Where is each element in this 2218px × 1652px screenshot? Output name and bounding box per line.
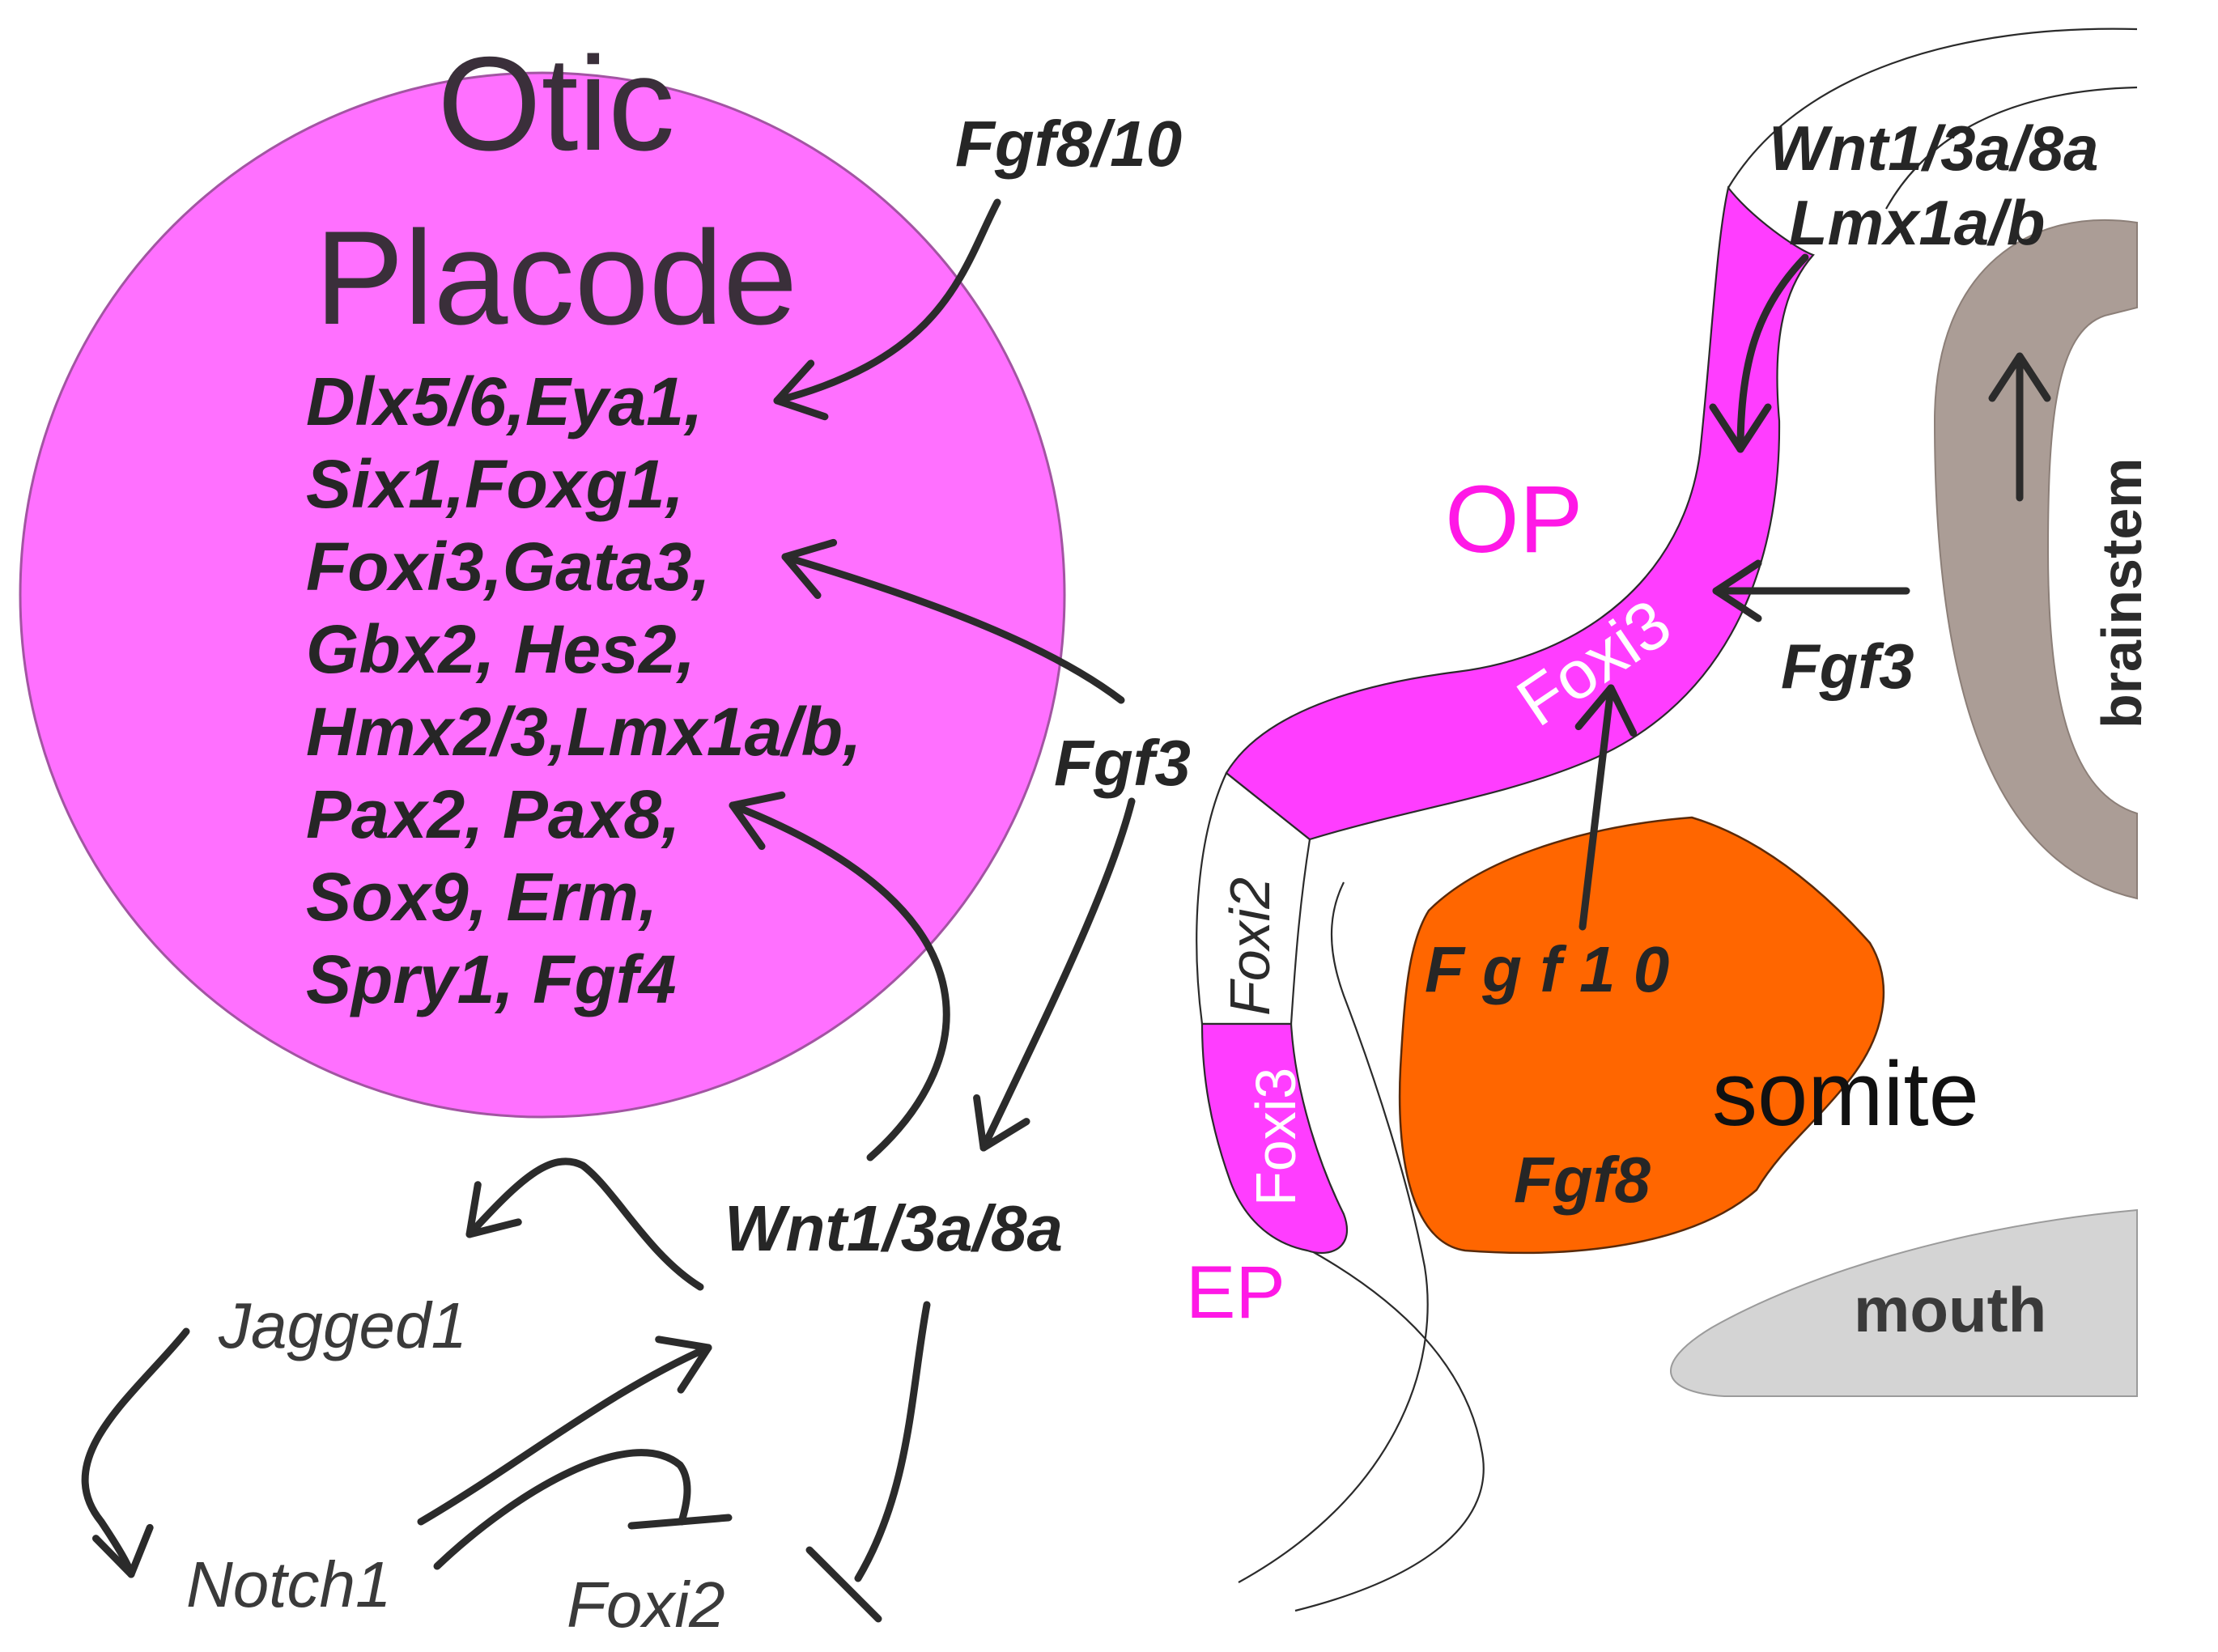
foxi3-ep-label: Foxi3 [1244,1068,1307,1206]
wnt-to-jagged-arrow [465,1157,704,1291]
fgf3-to-placode-arrow [781,538,1125,704]
ep-label: EP [1186,1251,1285,1334]
fgf8-10-arrow [773,198,1001,421]
notch-inhibits-foxi2 [433,1449,691,1570]
head-outline-inner [1885,86,2138,210]
foxi2-strip-label: Foxi2 [1218,877,1281,1016]
wnt-center-label: Wnt1/3a/8a [724,1192,1063,1264]
foxi2-bottom-label: Foxi2 [567,1569,725,1641]
op-label: OP [1445,466,1583,573]
mouth-label: mouth [1854,1274,2046,1345]
lmx-label: Lmx1a/b [1789,187,2045,258]
fgf10-to-op-arrow [1574,684,1638,931]
head-outline-outer [1727,28,2138,189]
signalling-network: Fgf8/10 Fgf3 Wnt1/3a/8a Jagged1 Notch1 F… [81,108,1191,1641]
ep-band [1200,1022,1349,1255]
notch-inhibits-foxi2-bar [627,1514,733,1530]
fgf8-label: Fgf8 [1514,1144,1651,1216]
placode-gene-line: Spry1, Fgf4 [306,941,676,1017]
lower-outline-left [1238,881,1429,1583]
wnt-to-placode-arrow [729,791,950,1161]
placode-gene-line: Pax2, Pax8, [306,776,680,852]
fgf10-label: F g f 1 0 [1425,933,1669,1005]
somite-label: somite [1712,1043,1979,1145]
wnt-inhibits-foxi2 [854,1301,931,1582]
placode-gene-line: Six1,Foxg1, [306,446,684,522]
placode-title-line1: Otic [437,29,674,178]
placode-gene-list: Dlx5/6,Eya1, Six1,Foxg1, Foxi3,Gata3, Gb… [306,363,861,1017]
somite-shape [1398,816,1885,1255]
fgf3-center-label: Fgf3 [1054,727,1191,799]
fgf8-10-label: Fgf8/10 [955,108,1182,180]
placode-gene-line: Sox9, Erm, [306,859,657,935]
fgf3-to-wnt-arrow [973,797,1136,1152]
jagged-to-notch-arrow [81,1327,190,1578]
wnt-to-op-arrow [1709,253,1809,453]
brainstem-shape [1933,219,2138,900]
wnt-top-label: Wnt1/3a/8a [1769,113,2098,184]
otic-placode-panel: Otic Placode Dlx5/6,Eya1, Six1,Foxg1, Fo… [19,29,1066,1119]
placode-gene-line: Dlx5/6,Eya1, [306,363,703,440]
mouth-shape [1670,1208,2138,1397]
jagged1-label: Jagged1 [218,1289,467,1361]
placode-title-line2: Placode [315,203,797,352]
placode-gene-line: Gbx2, Hes2, [306,611,695,687]
wnt-inhibits-foxi2-bar [805,1546,882,1623]
notch1-label: Notch1 [186,1548,391,1620]
op-band [1225,185,1815,841]
lower-outline-right [1294,1246,1485,1612]
otic-placode-circle [19,71,1066,1119]
placode-gene-line: Foxi3,Gata3, [306,529,711,605]
notch-to-wnt-arrow [417,1336,712,1526]
brainstem-label: brainstem [2090,457,2153,728]
placode-gene-line: Hmx2/3,Lmx1a/b, [306,694,861,770]
anatomy-panel: Wnt1/3a/8a Lmx1a/b OP Foxi3 Fgf3 brainst… [1186,28,2153,1612]
fgf3-right-label: Fgf3 [1781,631,1914,702]
